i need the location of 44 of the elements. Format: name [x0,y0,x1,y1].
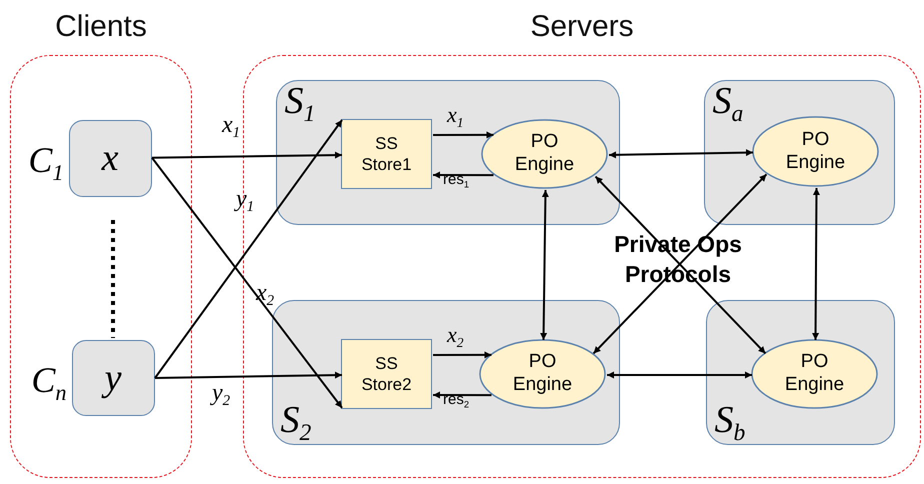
arrow [151,157,343,408]
group-heading: Clients [55,10,147,43]
server-label: S$_{1}$ [284,78,316,122]
arrow [152,152,342,159]
edge-label: y$_{2}$ [212,380,230,407]
client-label: C$_{1}$ [28,138,64,180]
store-box [341,119,432,189]
engine-label: PO Engine [786,128,846,174]
store-label: SS Store1 [360,132,413,176]
server-label: S$_{2}$ [280,398,312,442]
arrow [607,372,752,378]
server-box [706,300,894,444]
server-label: S$_{b}$ [714,398,746,442]
store-box [341,339,432,409]
engine-ellipse [751,339,878,409]
edge-label: x$_{1}$ [447,102,464,128]
edge-label: x$_{2}$ [256,280,274,307]
store-label: SS Store2 [360,352,413,396]
edge-label: x$_{2}$ [447,322,464,348]
arrow [608,149,754,158]
edge-label: res$_{1}$ [443,171,470,188]
arrow [433,172,494,179]
group-heading: Servers [530,10,634,43]
arrow [154,372,342,379]
engine-label: PO Engine [514,131,574,177]
arrow [433,392,492,399]
engine-ellipse [752,116,879,187]
server-label: S$_{a}$ [712,78,744,122]
arrow [433,131,494,138]
client-label: C$_{n}$ [31,358,66,400]
server-box [276,80,620,224]
edge-label: y$_{1}$ [236,186,254,213]
variable-label: x [102,136,118,180]
arrow [812,188,820,340]
arrow [154,119,343,379]
arrow [540,190,549,340]
engine-ellipse [479,339,606,409]
engine-label: PO Engine [784,351,844,397]
engine-ellipse [481,119,608,189]
server-box [704,80,894,224]
arrow [433,351,492,358]
engine-label: PO Engine [512,351,572,397]
edge-label: res$_{2}$ [443,391,470,408]
edge-label: x$_{1}$ [222,112,240,139]
